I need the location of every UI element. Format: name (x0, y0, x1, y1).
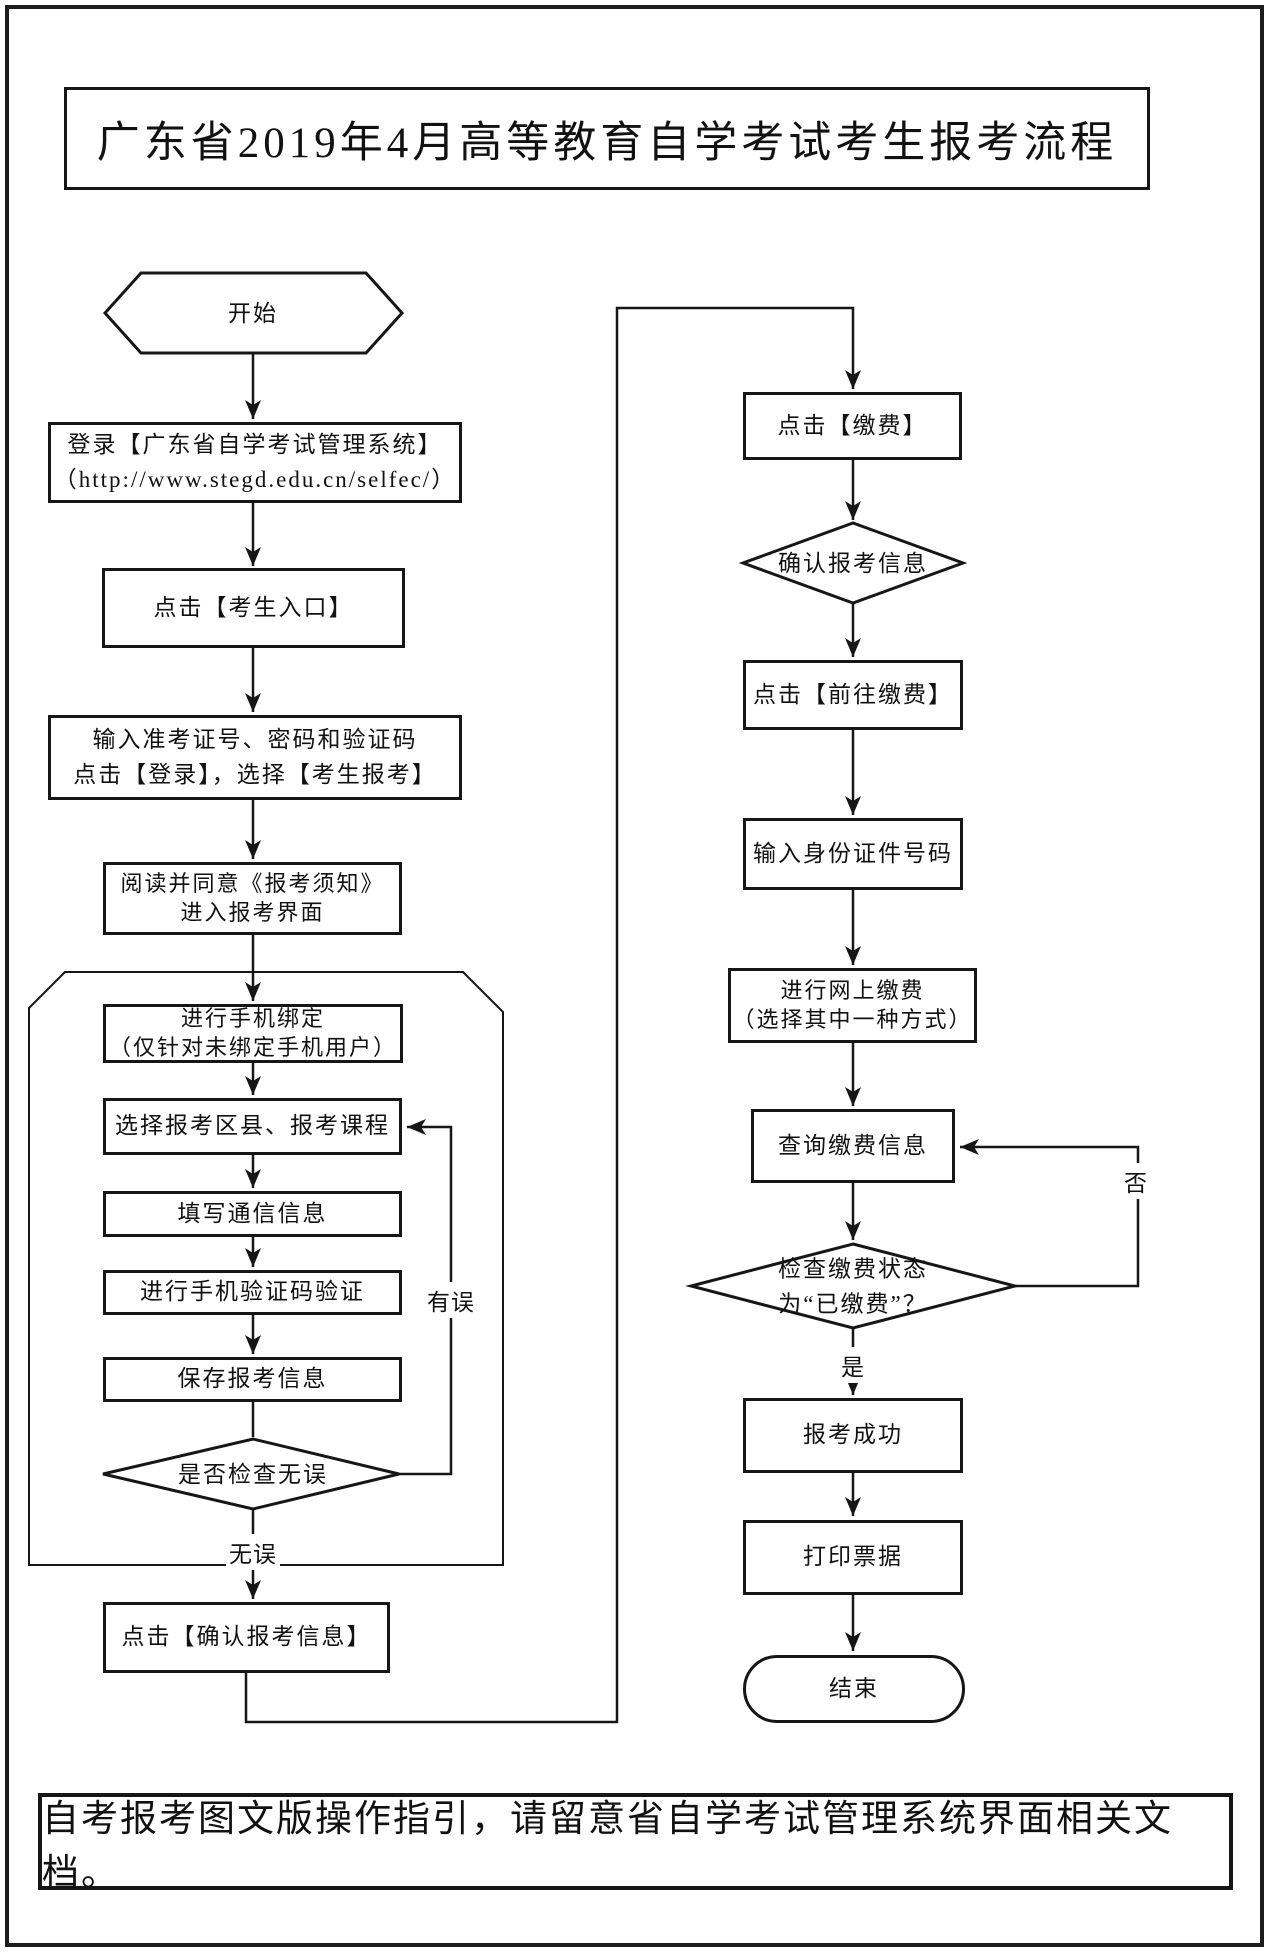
node-enter-id-number: 输入身份证件号码 (743, 818, 963, 890)
node-confirm-registration: 点击【确认报考信息】 (103, 1602, 390, 1673)
decision-check-diamond (102, 1437, 400, 1511)
decision-check-label: 是否检查无误 (178, 1461, 328, 1487)
connector-confirm-to-pay (244, 306, 861, 1724)
node-candidate-entry: 点击【考生入口】 (102, 568, 405, 648)
registration-steps-container (28, 971, 504, 1566)
node-sms-verification: 进行手机验证码验证 (103, 1270, 402, 1315)
loop-not-paid (960, 1139, 1140, 1288)
node-agree-notice: 阅读并同意《报考须知》 进入报考界面 (103, 862, 402, 935)
node-go-to-payment: 点击【前往缴费】 (743, 660, 963, 730)
edge-label-yes: 是 (838, 1347, 868, 1383)
node-query-payment-info: 查询缴费信息 (751, 1109, 955, 1183)
start-label: 开始 (228, 300, 278, 326)
decision-pay-status-diamond (685, 1242, 1021, 1330)
node-bind-phone: 进行手机绑定 （仅针对未绑定手机用户） (103, 1004, 403, 1063)
node-registration-success: 报考成功 (743, 1398, 963, 1473)
node-print-receipt: 打印票据 (743, 1520, 963, 1595)
edge-label-no-error: 无误 (226, 1534, 280, 1570)
decision-confirm-info-diamond (738, 521, 968, 605)
node-enter-credentials: 输入准考证号、密码和验证码 点击【登录】，选择【考生报考】 (48, 715, 462, 800)
node-save-registration: 保存报考信息 (103, 1357, 402, 1402)
edge-label-no: 否 (1121, 1163, 1151, 1199)
node-online-payment: 进行网上缴费 （选择其中一种方式） (728, 968, 977, 1043)
node-click-pay: 点击【缴费】 (743, 392, 962, 460)
decision-pay-status-label: 检查缴费状态 为“已缴费”？ (778, 1256, 928, 1317)
node-fill-contact-info: 填写通信信息 (103, 1191, 402, 1237)
edge-label-has-error: 有误 (424, 1282, 478, 1318)
node-login-system: 登录【广东省自学考试管理系统】 （http://www.stegd.edu.cn… (48, 422, 462, 503)
node-select-district-courses: 选择报考区县、报考课程 (103, 1098, 402, 1155)
page-border (5, 5, 1264, 1947)
start-hexagon (102, 271, 405, 355)
page-title: 广东省2019年4月高等教育自学考试考生报考流程 (64, 87, 1150, 190)
decision-confirm-info-label: 确认报考信息 (778, 550, 928, 576)
footer-note: 自考报考图文版操作指引，请留意省自学考试管理系统界面相关文档。 (38, 1793, 1233, 1894)
node-end-terminator: 结束 (743, 1655, 965, 1723)
